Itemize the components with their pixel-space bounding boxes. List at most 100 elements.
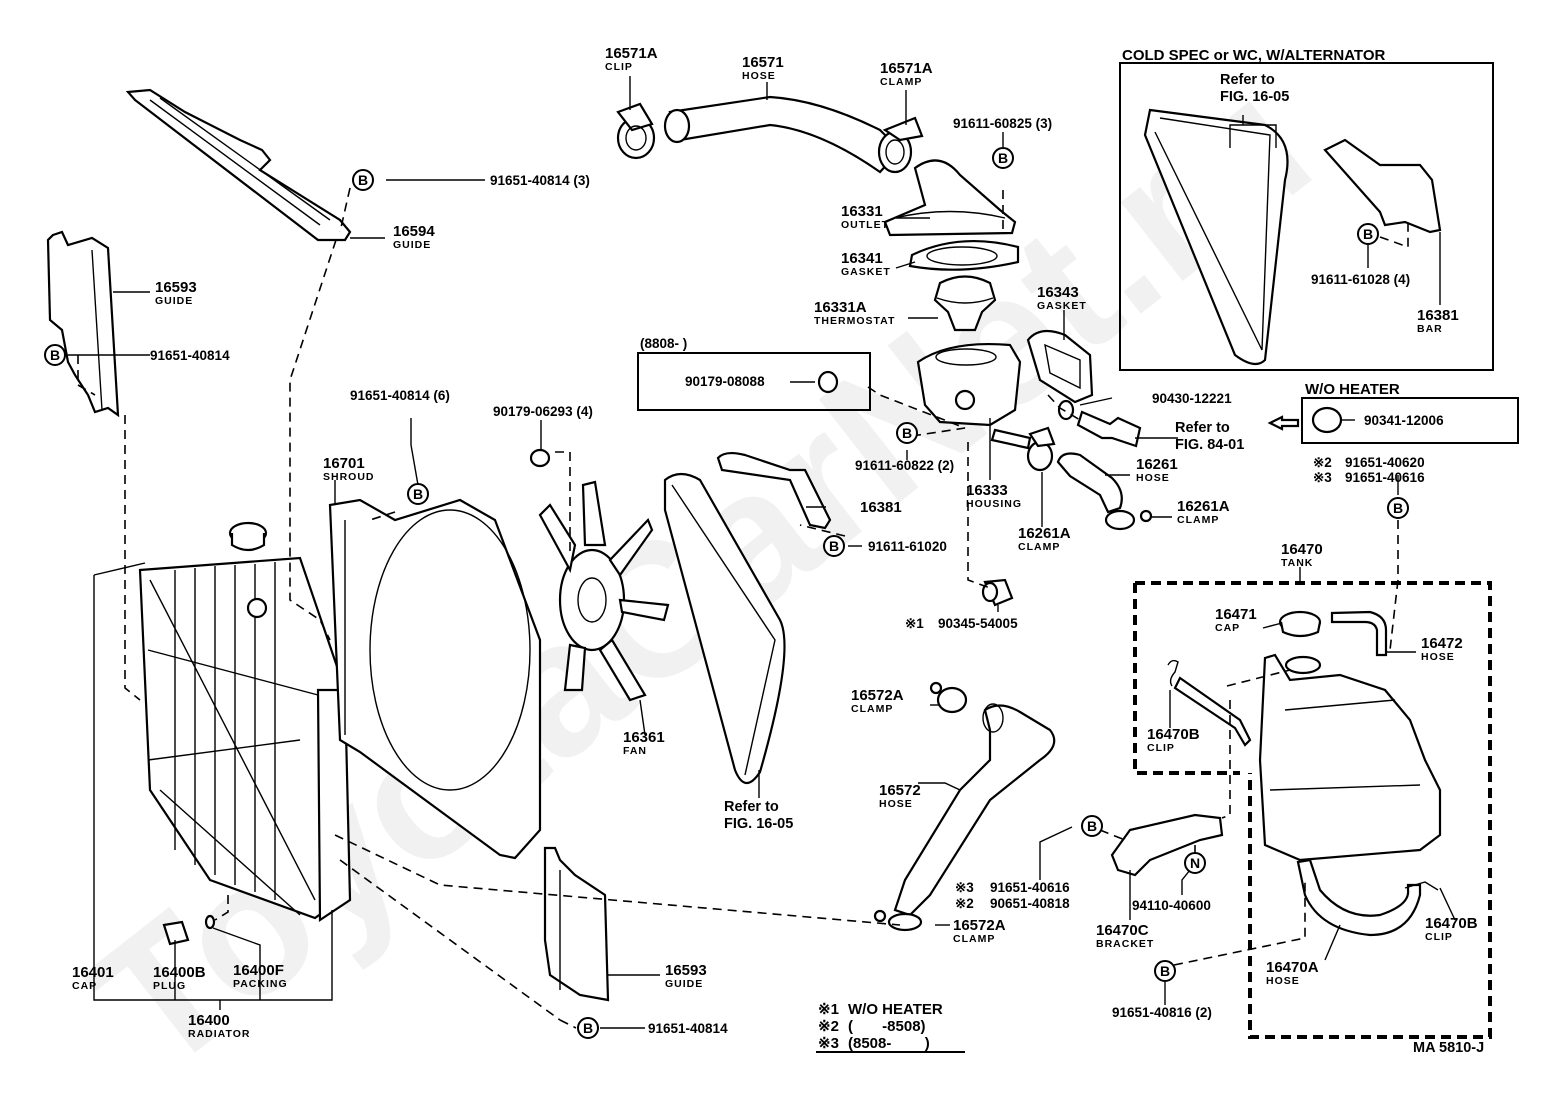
fan-nut-icon [529,448,551,468]
clamp-16261a-right-icon [1104,509,1153,531]
svg-text:B: B [829,538,839,554]
clamp-16572a-top-icon [929,681,968,714]
bolt-3-part-number: 91651-40616 [1345,470,1425,485]
fastener-b-icon: B [1357,223,1379,245]
clamp-16572a-bottom-icon [873,909,923,932]
tank-cap-16471 [1278,610,1322,638]
fastener-n-icon: N [1184,852,1206,874]
bracket-16470c-name: BRACKET [1096,938,1154,950]
gasket-16343 [1026,329,1094,404]
radiator-16400-name: RADIATOR [188,1028,250,1040]
svg-text:B: B [1363,226,1373,242]
fastener-b-icon: B [1154,960,1176,982]
fan-belt [663,472,786,785]
shroud-16701 [328,498,542,860]
drain-plug-16400b [162,920,190,946]
clip-16470b-lower-number: 16470B [1425,915,1478,932]
cold-spec-refer-line2: FIG. 16-05 [1220,89,1289,105]
svg-text:B: B [358,172,368,188]
fastener-b-icon: B [823,535,845,557]
svg-text:B: B [413,486,423,502]
reservoir-tank-16470 [1258,653,1442,862]
fastener-b-icon: B [407,483,429,505]
tank-16470-number: 16470 [1281,541,1323,558]
svg-text:B: B [50,347,60,363]
refer-fig-16-05-line2: FIG. 16-05 [724,816,793,832]
svg-text:B: B [998,150,1008,166]
drain-cock-part-number: 90345-54005 [938,616,1018,631]
bracket-bolt-3-mark: ※3 [955,880,974,895]
bracket-bolt-2-mark: ※2 [955,896,974,911]
upper-hose-16571 [663,95,902,174]
legend-mark-3: ※3 [818,1035,839,1052]
clamp-16261a-left-icon [1026,426,1056,472]
cold-spec-refer-line1: Refer to [1220,72,1275,88]
grommet-icon [817,370,839,394]
hose-16470a-name: HOSE [1266,975,1300,987]
fastener-b-icon: B [1387,497,1409,519]
svg-text:N: N [1190,855,1200,871]
plug-90341-icon [1311,406,1343,434]
refer-fig-84-01-line2: FIG. 84-01 [1175,437,1244,453]
drain-cock-mark: ※1 [905,616,924,631]
svg-text:B: B [1160,963,1170,979]
radiator-cap-16401 [228,521,268,552]
shroud-16701-name: SHROUD [323,471,375,483]
gasket-16343-number: 16343 [1037,284,1079,301]
clip-16470b-upper-name: CLIP [1147,742,1175,754]
clip-16470b-upper-icon [1167,659,1179,687]
fastener-b-icon: B [896,422,918,444]
date-box-part-number: 90179-08088 [685,374,765,389]
fan-16361 [538,480,670,702]
bracket-bolt-3-part-number: 91651-40616 [990,880,1070,895]
gasket-16343-name: GASKET [1037,300,1087,312]
cap-16401-number: 16401 [72,964,114,981]
tank-16470-name: TANK [1281,557,1313,569]
radiator-16400 [138,556,352,923]
clamp-16261a-right-name: CLAMP [1177,514,1219,526]
housing-16333-name: HOUSING [966,498,1022,510]
hose-16261 [1056,452,1123,514]
bar-16381 [716,451,832,530]
svg-text:B: B [1087,818,1097,834]
guide-16593-left-number: 16593 [155,279,197,296]
cold-spec-box [1119,62,1494,371]
hose-16571-name: HOSE [742,70,776,82]
date-range-box [637,352,871,411]
clip-16470b-lower-icon [1404,881,1439,891]
fan-16361-name: FAN [623,745,647,757]
svg-text:B: B [1393,500,1403,516]
refer-fig-16-05-line1: Refer to [724,799,779,815]
footnote-legend: ※1 W/O HEATER ※2 ( -8508) ※3 (8508- ) [816,1001,965,1053]
legend-text-1: W/O HEATER [848,1001,943,1018]
wo-heater-part-number: 90341-12006 [1364,413,1444,428]
plug-16400b-name: PLUG [153,980,186,992]
guide-16594-number: 16594 [393,223,435,240]
cold-spec-bar-16381 [1323,138,1442,234]
clamp-16571a-number: 16571A [880,60,933,77]
radiator-16400-number: 16400 [188,1012,230,1029]
guide-bolt-bottom-part-number: 91651-40814 [648,1021,728,1036]
legend-text-3: (8508- ) [848,1035,930,1052]
thermostat-number: 16331A [814,299,867,316]
wo-heater-title: W/O HEATER [1305,381,1400,398]
svg-text:B: B [902,425,912,441]
gasket-16341-number: 16341 [841,250,883,267]
guide-bolt-left-part-number: 91651-40814 [150,348,230,363]
shroud-16701-number: 16701 [323,455,365,472]
outlet-bolt-part-number: 91611-60825 (3) [953,116,1052,131]
fastener-b-icon: B [1081,815,1103,837]
hose-16261-name: HOSE [1136,472,1170,484]
housing-bolt-part-number: 91611-60822 (2) [855,458,954,473]
fastener-b-icon: B [577,1017,599,1039]
cap-16401-name: CAP [72,980,97,992]
leader-lines [67,76,1456,1029]
washer-90430-part-number: 90430-12221 [1152,391,1232,406]
guide-16593-left-name: GUIDE [155,295,193,307]
clip-16470b-lower-name: CLIP [1425,931,1453,943]
bolt-2-part-number: 91651-40620 [1345,455,1425,470]
bar-16381-number: 16381 [860,499,902,516]
guide-16593-bottom [543,846,610,1002]
packing-16400f-number: 16400F [233,962,284,979]
